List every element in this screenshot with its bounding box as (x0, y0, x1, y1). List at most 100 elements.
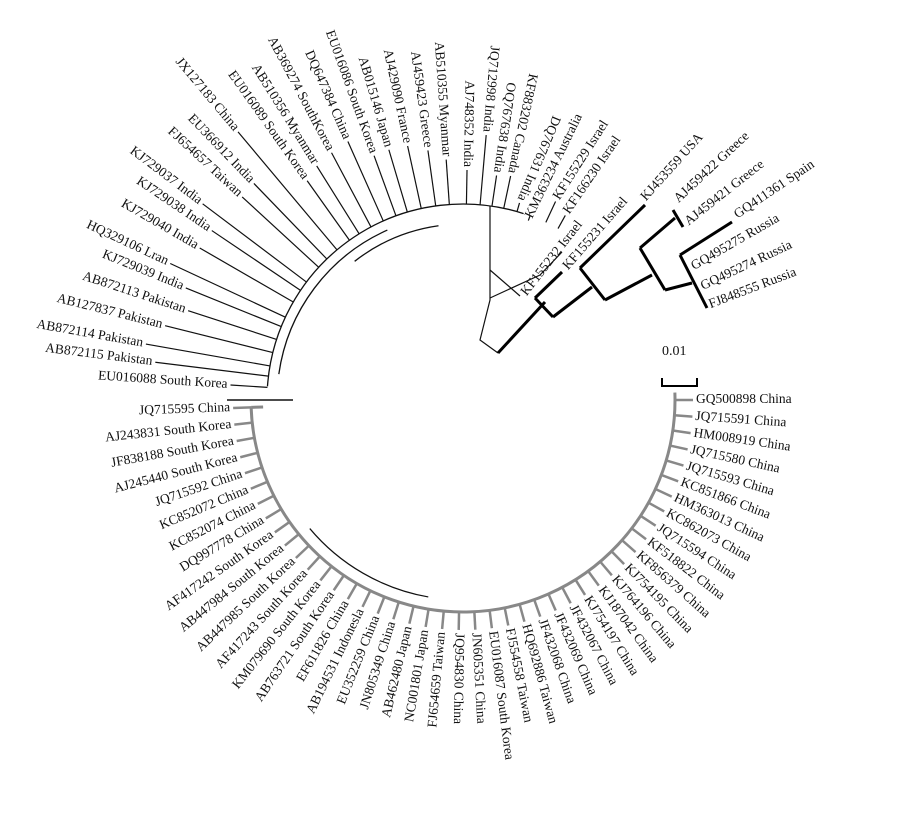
leaf-branch (408, 605, 415, 624)
bold-clade-branch (678, 254, 709, 309)
leaf-branch (473, 611, 477, 630)
bold-clade-branch (664, 281, 693, 292)
scale-bar-label: 0.01 (662, 344, 687, 359)
leaf-branch (503, 175, 512, 209)
leaf-branch (376, 596, 386, 615)
leaf-branch (445, 159, 450, 205)
leaf-branch (630, 527, 647, 541)
leaf-branch (265, 508, 282, 520)
leaf-branch (665, 459, 684, 467)
leaf-branch (306, 180, 350, 241)
leaf-branch (392, 601, 400, 620)
leaf-branch (187, 310, 277, 341)
bold-clade-branch (578, 267, 607, 301)
leaf-branch (672, 429, 691, 435)
clade-b-inner-arc (309, 528, 429, 598)
leaf-branch (230, 384, 268, 388)
scale-bar-line (661, 378, 698, 387)
leaf-branch (257, 494, 275, 505)
leaf-branch (295, 544, 310, 559)
leaf-branch (491, 175, 498, 207)
leaf-branch (274, 520, 291, 534)
leaf-branch (241, 196, 320, 268)
leaf-branch (316, 165, 360, 235)
leaf-branch (346, 582, 358, 600)
leaf-branch (427, 150, 437, 206)
bold-clade-branch (552, 285, 593, 319)
leaf-branch (660, 473, 679, 483)
israel-clade-branch (489, 269, 521, 297)
leaf-branch (518, 603, 526, 622)
leaf-branch (654, 487, 673, 498)
leaf-branch (561, 586, 572, 604)
leaf-branch (185, 287, 282, 328)
leaf-branch (488, 610, 494, 629)
leaf-label: EU016088 South Korea (98, 368, 228, 391)
leaf-branch (587, 570, 600, 587)
leaf-branch (407, 145, 422, 209)
leaf-branch (599, 560, 613, 577)
leaf-branch (233, 406, 252, 410)
leaf-branch (284, 533, 300, 547)
leaf-label: JQ715591 China (695, 408, 787, 430)
clade-a-backbone-arc (266, 203, 524, 387)
leaf-label: AJ748352 India (461, 80, 478, 167)
bold-clade-branch (578, 203, 647, 270)
leaf-branch (347, 141, 384, 222)
leaf-branch (465, 170, 468, 205)
leaf-branch (388, 149, 408, 213)
leaf-branch (574, 579, 587, 596)
bold-clade-branch (533, 270, 564, 300)
leaf-branch (647, 501, 665, 513)
clade-a-inner-arc (354, 225, 439, 262)
leaf-branch (239, 451, 258, 459)
tree-branches (145, 131, 733, 630)
leaf-branch (479, 134, 487, 205)
leaf-branch (610, 550, 626, 566)
leaf-branch (533, 599, 542, 618)
leaf-branch (639, 514, 657, 527)
scale-bar: 0.01 (661, 344, 698, 387)
bold-clade-branch (671, 209, 685, 228)
bold-clade-branch (639, 216, 676, 250)
leaf-label: JN605351 China (469, 632, 489, 724)
leaf-branch (621, 539, 637, 554)
leaf-branch (306, 555, 321, 571)
leaf-label: JQ715595 China (139, 399, 231, 417)
leaf-branch (211, 230, 301, 291)
israel-clade-branch (479, 206, 499, 354)
leaf-branch (199, 247, 294, 303)
leaf-branch (164, 325, 273, 354)
leaf-branch (244, 466, 263, 475)
bold-clade-branch (604, 273, 653, 302)
leaf-branch (331, 152, 372, 228)
bold-clade-branch (638, 247, 667, 291)
leaf-branch (319, 565, 333, 582)
leaf-branch (145, 343, 271, 367)
leaf-branch (373, 155, 397, 217)
leaf-branch (440, 611, 445, 630)
leaf-branch (253, 183, 328, 260)
bold-clade-branch (496, 300, 547, 355)
bold-clade-branch (679, 220, 733, 257)
clade-a-inner-arc (278, 229, 388, 375)
leaf-branch (250, 480, 268, 490)
leaf-label: JQ954830 China (451, 633, 468, 724)
leaf-branch (674, 414, 693, 418)
clade-b-backbone-arc (249, 392, 677, 614)
leaf-branch (332, 574, 345, 591)
leaf-branch (547, 593, 557, 611)
israel-clade-branch (489, 251, 563, 299)
leaf-branch (503, 607, 510, 626)
leaf-branch (669, 444, 688, 451)
leaf-branch (170, 262, 286, 318)
leaf-branch (234, 421, 253, 426)
leaf-branch (202, 203, 307, 283)
bold-clade-branch (533, 296, 555, 319)
leaf-branch (557, 215, 566, 229)
leaf-branch (155, 361, 269, 377)
leaf-label: GQ500898 China (696, 391, 792, 406)
